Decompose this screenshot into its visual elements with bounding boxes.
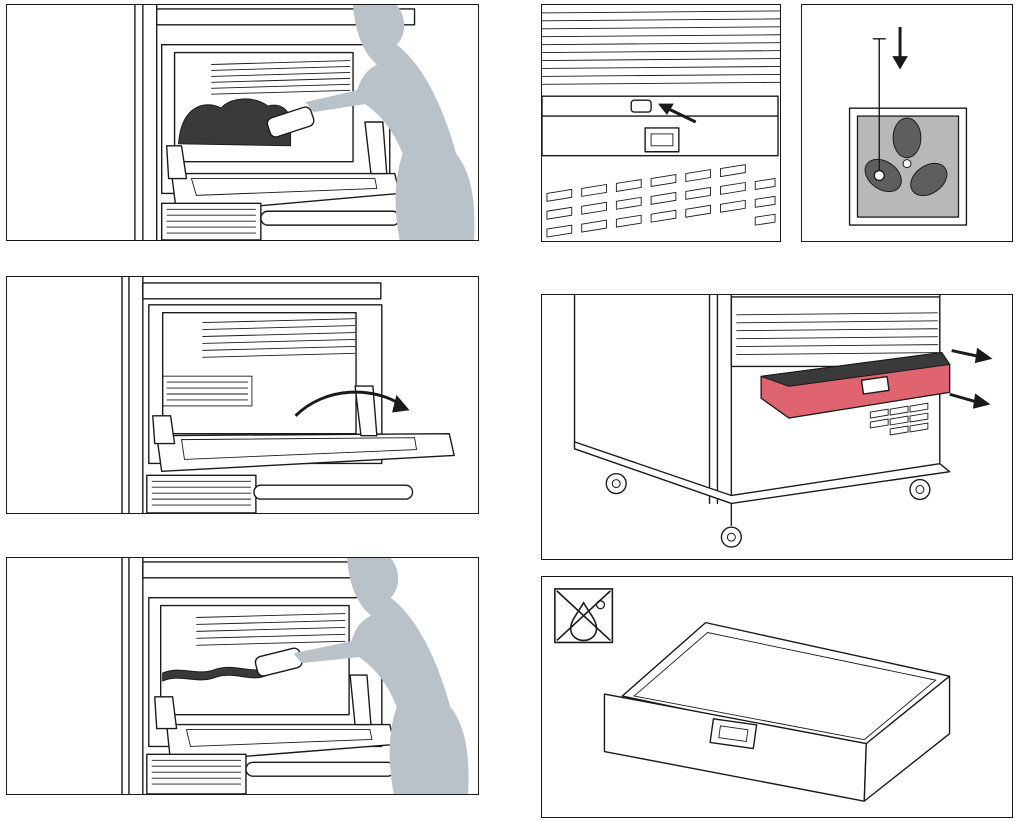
panel-brush-soot <box>6 4 479 241</box>
fan-housing-illustration <box>848 26 968 226</box>
caster-wheel <box>720 526 742 548</box>
no-water-icon <box>554 588 614 644</box>
lower-grille <box>146 753 247 794</box>
door-hinge-right <box>364 121 388 175</box>
panel-open-door <box>6 276 479 514</box>
lower-grille <box>146 474 257 513</box>
drawer-illustration <box>554 588 951 802</box>
door-inner-panel <box>185 729 373 747</box>
panel-brush-residue <box>6 557 479 795</box>
arrow-icon <box>972 393 991 409</box>
cart-base <box>573 441 951 505</box>
oven-cleaning-illustration <box>134 5 475 240</box>
panel-pull-drawer <box>541 294 1013 560</box>
door-hinge-left <box>154 696 178 730</box>
vent-slots <box>869 402 929 436</box>
floor-grate <box>162 375 253 407</box>
drawer-inner <box>633 632 937 741</box>
vent-slots <box>546 164 776 238</box>
panel-no-wash <box>541 576 1013 818</box>
top-grille <box>542 10 780 85</box>
drawer-handle <box>644 127 680 153</box>
person-silhouette <box>293 558 469 794</box>
drawer-handle <box>860 375 890 395</box>
panel-fan-rod <box>801 4 1013 242</box>
caster-wheel <box>605 472 627 495</box>
person-silhouette <box>305 5 475 240</box>
oven-rack <box>196 613 346 646</box>
lower-grille <box>160 202 262 240</box>
arrow-icon <box>951 349 980 358</box>
release-knob <box>630 99 652 113</box>
door-handle-bar <box>253 484 414 500</box>
drawer-handle-inner <box>718 725 749 743</box>
arrow-icon <box>892 56 908 70</box>
top-grille <box>730 296 941 368</box>
brush-icon <box>266 106 315 138</box>
door-hinge-left <box>152 415 176 445</box>
panel-push-release <box>541 4 781 242</box>
arrow-icon <box>666 106 697 124</box>
oven-top-trim <box>142 561 382 579</box>
drawer-side <box>863 675 951 802</box>
rod-hook <box>873 169 885 182</box>
oven-door-illustration <box>121 277 455 513</box>
release-knob-illustration <box>542 10 780 238</box>
oven-rack <box>211 60 351 95</box>
door-hinge-left <box>165 145 188 180</box>
drawer-handle-inner <box>650 133 674 147</box>
oven-top-trim <box>142 282 382 300</box>
oven-chamber <box>161 312 357 435</box>
arrow-icon <box>392 394 410 413</box>
door-handle-bar <box>260 210 401 226</box>
ash-drawer-illustration <box>573 295 993 548</box>
oven-rack <box>202 318 356 358</box>
arrow-icon <box>974 347 993 364</box>
drawer-handle <box>709 718 758 750</box>
door-inner-panel <box>180 437 418 460</box>
arrow-icon <box>657 103 674 115</box>
oven-top-trim <box>156 8 416 26</box>
oven-door-open <box>156 432 455 473</box>
caster-wheel <box>909 478 931 501</box>
door-handle-bar <box>245 761 396 777</box>
arrow-icon <box>949 392 978 404</box>
oven-cleaning-illustration <box>121 558 469 794</box>
arrow-icon <box>294 390 404 417</box>
ash-drawer-top <box>760 352 951 387</box>
door-inner-panel <box>190 178 378 196</box>
door-hinge-right <box>349 674 372 726</box>
door-hinge-right <box>354 385 378 437</box>
